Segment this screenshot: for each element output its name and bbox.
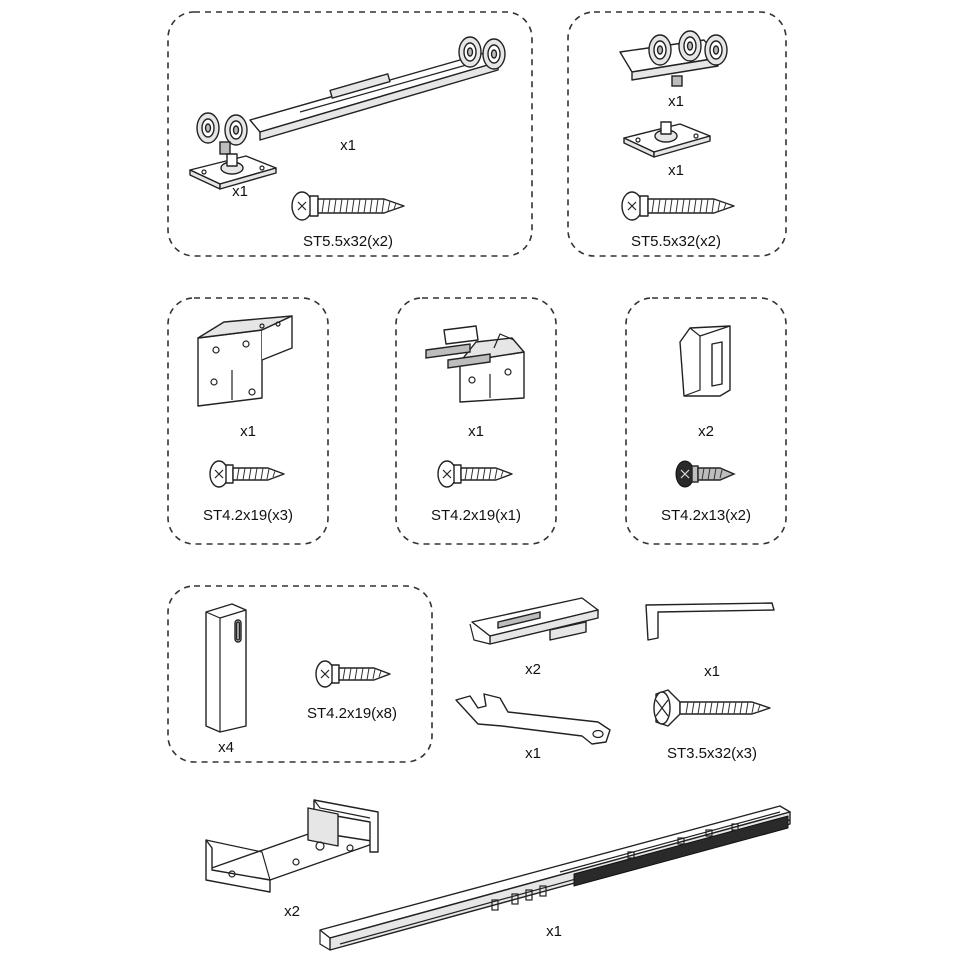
screw-st4-2x19-icon [209,460,285,488]
mounting-plate-illustration [623,121,711,158]
screw-st5-5x32-icon [291,191,405,221]
track-rail-qty-label: x1 [546,923,562,940]
floor-guide-qty-label: x2 [698,423,714,440]
countersunk-screw-icon [653,689,771,727]
bracket-illustration [197,315,293,407]
group-box-top-right [567,11,787,257]
plate-qty-label: x1 [232,183,248,200]
clip-qty-label: x2 [525,661,541,678]
screw-label: ST5.5x32(x2) [631,233,721,250]
screw-st4-2x19-icon [315,660,391,688]
screw-st4-2x13-icon [675,460,735,488]
stopper-bracket-illustration [425,325,525,403]
group-box-bottom-left [167,585,433,763]
countersunk-screw-label: ST3.5x32(x3) [667,745,757,762]
screw-st4-2x19-icon [437,460,513,488]
group-box-mid-right [625,297,787,545]
group-box-mid-left [167,297,329,545]
allen-key-illustration [645,602,775,641]
screw-st5-5x32-icon [621,191,735,221]
group-box-mid-center [395,297,557,545]
guide-channel-illustration [205,603,247,733]
ceiling-bracket-illustration [205,799,379,893]
spanner-qty-label: x1 [525,745,541,762]
screw-label: ST4.2x19(x3) [203,507,293,524]
track-rail-illustration [319,805,791,951]
trolley-qty-label: x1 [340,137,356,154]
screw-label: ST5.5x32(x2) [303,233,393,250]
clip-connector-illustration [469,597,599,645]
plate-qty-label: x1 [668,162,684,179]
roller-trolley-with-damper-illustration [189,36,506,190]
roller-trolley-illustration [619,30,728,87]
trolley-qty-label: x1 [668,93,684,110]
allen-key-qty-label: x1 [704,663,720,680]
spanner-illustration [455,693,611,745]
channel-qty-label: x4 [218,739,234,756]
screw-label: ST4.2x19(x1) [431,507,521,524]
screw-label: ST4.2x13(x2) [661,507,751,524]
bracket-qty-label: x1 [240,423,256,440]
floor-guide-illustration [679,325,731,397]
group-box-top-left [167,11,533,257]
ceiling-bracket-qty-label: x2 [284,903,300,920]
screw-label: ST4.2x19(x8) [307,705,397,722]
stopper-qty-label: x1 [468,423,484,440]
